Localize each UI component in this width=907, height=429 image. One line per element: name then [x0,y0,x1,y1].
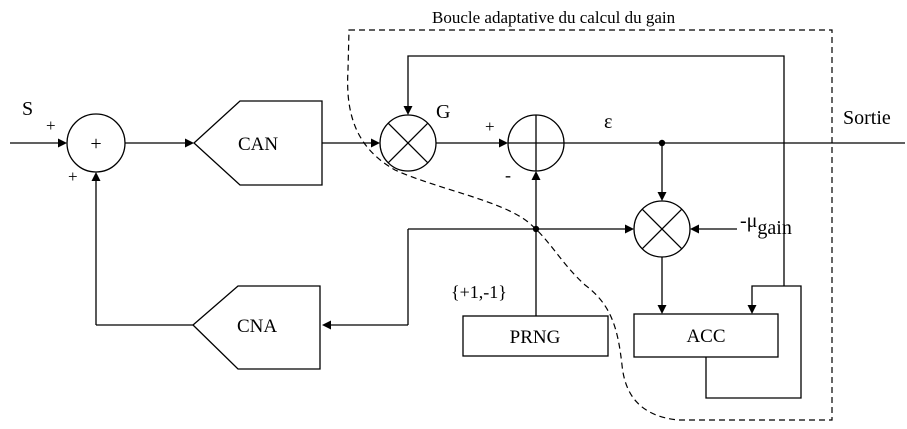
arrow-into-summer-bottom [91,172,101,181]
cna-label: CNA [237,316,277,337]
arrow-into-cna [322,320,331,330]
prng-label: PRNG [510,327,561,348]
arrow-into-error-multiplier-left [625,224,634,234]
arrow-into-adder-minus [531,171,541,180]
acc-block: ACC [633,313,779,358]
mu-subscript: gain [757,217,791,239]
error-label: ε [604,111,612,133]
cna-block: CNA [192,285,321,370]
mu-prefix: -μ [740,210,757,232]
mu-label: -μgain [740,210,792,239]
output-label: Sortie [843,107,891,129]
adaptive-loop-boundary [347,29,833,421]
arrow-into-adder [499,138,508,148]
arrow-acc-loop [747,305,757,314]
dither-junction-dot [532,225,540,233]
prng-values-label: {+1,-1} [451,282,507,302]
arrow-into-error-multiplier [657,192,667,201]
arrow-into-can [185,138,194,148]
feedback-plus-sign: + [68,167,78,186]
acc-self-loop [705,285,802,399]
acc-label: ACC [686,326,725,347]
arrow-mu-into-multiplier [690,224,699,234]
input-summer: + [66,113,126,173]
summer-symbol: + [90,133,101,155]
error-adder [507,114,565,172]
gain-label: G [436,101,450,123]
can-label: CAN [238,134,278,155]
arrow-into-g-top [403,106,413,115]
can-block: CAN [193,100,323,186]
diagram-title: Boucle adaptative du calcul du gain [432,8,676,27]
adder-plus-sign: + [485,117,495,136]
arrow-into-g-multiplier [371,138,380,148]
input-label: S [22,98,33,120]
gain-multiplier [379,114,437,172]
arrow-into-summer [58,138,67,148]
gain-update-wire [407,55,785,286]
input-plus-sign: + [46,116,56,135]
prng-block: PRNG [462,315,609,357]
arrow-into-acc [657,305,667,314]
error-multiplier [633,200,691,258]
adder-minus-sign: - [505,165,511,185]
